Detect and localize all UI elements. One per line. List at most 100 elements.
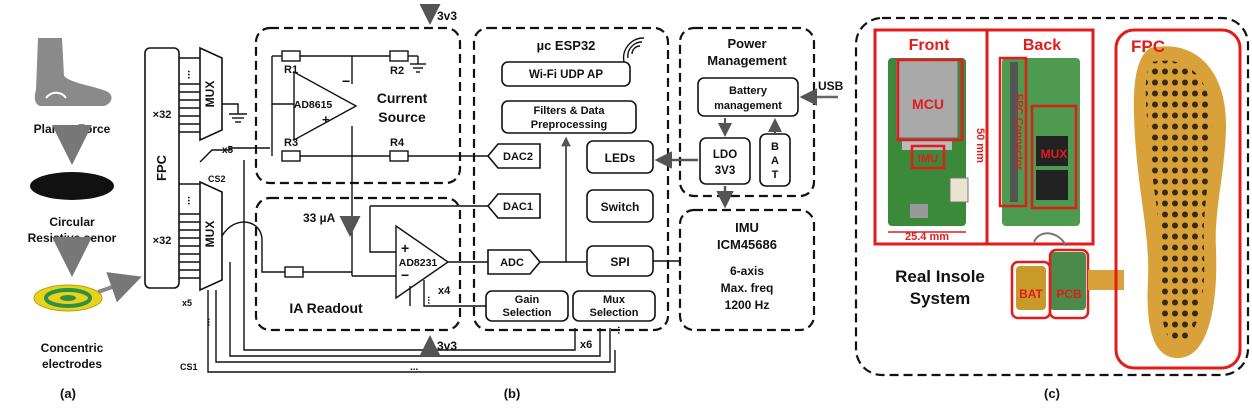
x5-left-label: x5 [182, 298, 192, 308]
leds-label: LEDs [605, 151, 636, 165]
bat-letter-t: T [772, 169, 779, 181]
mux-bottom-label: MUX [203, 221, 217, 248]
pcb-photo [1050, 252, 1086, 310]
panel-c-border [854, 16, 1250, 377]
power-management-group [678, 26, 816, 198]
current-source-line1: Current [377, 90, 428, 106]
front-label: Front [909, 37, 951, 54]
mux-sel-line1: Mux [603, 294, 626, 306]
x6-label: x6 [580, 339, 592, 351]
mux-selection-box [572, 290, 656, 322]
mux-highlight [1030, 104, 1078, 210]
resistive-sensor-icon [30, 172, 114, 200]
minus-sign: − [401, 267, 409, 283]
imu-group [678, 208, 816, 332]
plus-sign: + [401, 240, 409, 256]
pcb-photo-label: PCB [1056, 287, 1082, 301]
fpc-mux-lines [179, 57, 200, 279]
bat-box [759, 133, 791, 187]
dac1-block [486, 193, 541, 219]
r1-label: R1 [284, 64, 298, 76]
r4-label: R4 [390, 137, 405, 149]
dim-25mm: 25.4 mm [888, 231, 966, 243]
ground-icon [222, 103, 247, 123]
wifi-udp-ap-box [501, 61, 631, 87]
gain-selection-box [485, 290, 569, 322]
cable-icon [1033, 232, 1067, 247]
minus-sign: − [342, 73, 350, 89]
plus-sign: + [322, 112, 330, 127]
fpc-frame [1114, 28, 1242, 370]
x32-top-label: ×32 [153, 109, 172, 121]
dots-cs: ... [205, 318, 216, 327]
filters-line2: Preprocessing [531, 119, 607, 131]
adc-to-filters [540, 136, 586, 263]
imu-photo-label: IMU [918, 153, 938, 165]
power-title-line2: Management [707, 53, 787, 68]
ldo-line2: 3V3 [715, 165, 735, 177]
ldo-line1: LDO [713, 149, 737, 161]
power-title-line1: Power [727, 36, 766, 51]
mux-top-block [199, 46, 223, 142]
spi-label: SPI [610, 255, 629, 269]
ia-readout-group [254, 196, 462, 332]
caption-b: (b) [504, 386, 521, 401]
dots-mux-sel: ... [615, 326, 626, 335]
real-insole-line1: Real Insole [895, 267, 985, 286]
mux-top-label: MUX [203, 81, 217, 108]
fpc-tail [1088, 270, 1124, 290]
wifi-udp-ap-label: Wi-Fi UDP AP [529, 69, 603, 81]
battery-management-box [697, 77, 799, 117]
r3-label: R3 [284, 137, 298, 149]
panel-a: Plantar Force Circular Resistive senor C… [28, 38, 142, 401]
usb-label: USB [818, 79, 844, 93]
dac2-block [486, 143, 541, 169]
bat-letter-b: B [771, 141, 779, 153]
v33-top-label: 3v3 [437, 9, 457, 23]
battery-line1: Battery [729, 85, 768, 97]
ldo-box [699, 137, 751, 185]
front-back-frame [873, 28, 1095, 246]
dots-gain: ... [425, 296, 436, 305]
leds-box [586, 140, 654, 174]
bat-photo-label: BAT [1019, 287, 1043, 301]
adc-label: ADC [500, 257, 524, 269]
dots-bus: ... [410, 362, 419, 373]
dac1-label: DAC1 [503, 201, 533, 213]
back-label: Back [1023, 37, 1061, 54]
current-source-wiring [271, 50, 488, 276]
cs2-label: CS2 [208, 174, 226, 184]
concentric-electrode-icon [33, 284, 103, 312]
filters-line1: Filters & Data [534, 105, 606, 117]
ia-readout-label: IA Readout [289, 300, 363, 316]
dots-bottom: ... [185, 196, 197, 205]
wifi-icon [622, 37, 645, 63]
x32-bottom-label: ×32 [153, 235, 172, 247]
adc-block [487, 249, 542, 275]
plantar-force-label: Plantar Force [34, 122, 111, 136]
opamp-ad8615-label: AD8615 [294, 99, 333, 111]
mux-bottom-block [199, 180, 223, 292]
concentric-label-line1: Concentric [41, 341, 104, 355]
arrow-to-fpc-icon [97, 272, 142, 303]
dots-top: ... [185, 70, 197, 79]
real-insole-line2: System [910, 289, 970, 308]
imu-model: ICM45686 [717, 237, 777, 252]
mux-sel-line2: Selection [590, 307, 639, 319]
panel-b: FPC ×32 ×32 ... ... MUX MUX x5 CS2 x5 CS… [144, 4, 844, 401]
battery-line2: management [714, 100, 782, 112]
bat-letter-a: A [771, 155, 779, 167]
foot-icon [34, 38, 112, 106]
gain-line1: Gain [515, 294, 540, 306]
battery-photo [1016, 266, 1046, 310]
mcu-label: MCU [912, 96, 944, 112]
x4-label: x4 [438, 285, 451, 297]
control-wires [199, 147, 616, 373]
circular-label-line2: Resistive senor [28, 231, 117, 245]
imu-highlight [910, 144, 946, 170]
fpc-connector-label: FPC Connector [1013, 94, 1025, 170]
power-arrows [654, 118, 782, 209]
imu-title: IMU [735, 220, 759, 235]
ia-wiring [284, 205, 488, 307]
